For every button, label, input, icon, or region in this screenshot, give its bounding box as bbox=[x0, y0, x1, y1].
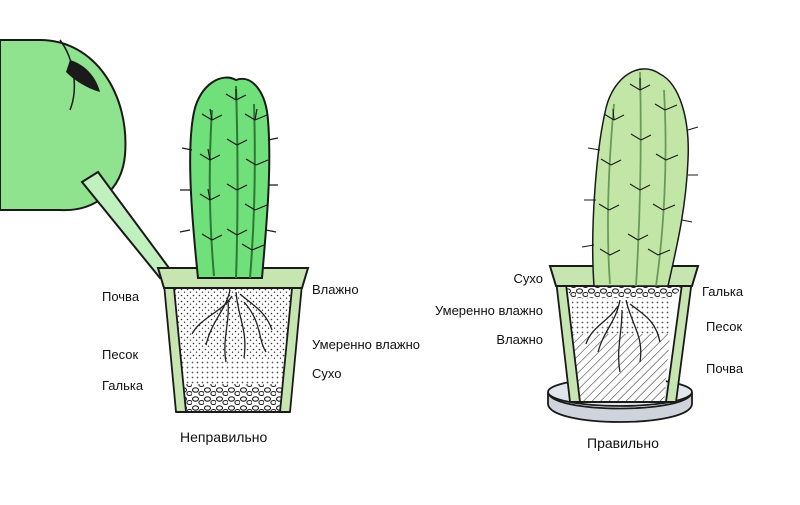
right-cactus bbox=[582, 69, 698, 286]
right-label-wet: Влажно bbox=[496, 332, 543, 347]
left-label-pebbles: Галька bbox=[102, 378, 144, 393]
right-caption: Правильно bbox=[587, 435, 659, 451]
right-pot bbox=[548, 266, 698, 422]
left-label-sand: Песок bbox=[102, 347, 138, 362]
left-pot bbox=[158, 268, 308, 412]
left-label-dry: Сухо bbox=[312, 366, 341, 381]
right-label-pebbles: Галька bbox=[702, 284, 744, 299]
left-label-moderately-wet: Умеренно влажно bbox=[312, 337, 420, 352]
left-label-wet: Влажно bbox=[312, 282, 359, 297]
right-label-moderately-wet: Умеренно влажно bbox=[435, 303, 543, 318]
left-label-soil: Почва bbox=[102, 289, 140, 304]
watering-can bbox=[0, 40, 172, 278]
left-caption: Неправильно bbox=[180, 429, 268, 445]
left-cactus bbox=[180, 78, 278, 278]
right-label-dry: Сухо bbox=[514, 271, 543, 286]
right-label-sand: Песок bbox=[706, 319, 742, 334]
right-label-soil: Почва bbox=[706, 361, 744, 376]
